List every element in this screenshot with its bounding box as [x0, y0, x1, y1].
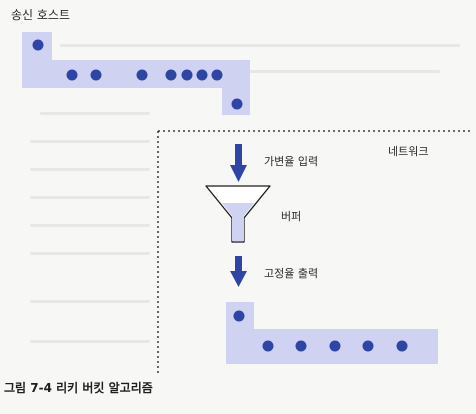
packet-dot	[32, 39, 44, 51]
variable-input-label: 가변율 입력	[264, 155, 319, 168]
packet-dot	[90, 69, 102, 81]
background-text-line	[30, 224, 150, 227]
background-text-line	[40, 112, 150, 115]
network-label: 네트워크	[388, 145, 429, 158]
packet-dot	[231, 98, 243, 110]
fixed-output-label: 고정율 출력	[264, 267, 319, 280]
arrow-down-icon	[230, 144, 247, 182]
background-text-line	[30, 196, 150, 199]
packet-dot	[196, 69, 208, 81]
background-text-line	[60, 44, 460, 47]
packet-dot	[211, 69, 223, 81]
packet-dot	[136, 69, 148, 81]
background-text-line	[30, 340, 150, 343]
packet-dot	[66, 69, 78, 81]
packet-dot	[329, 340, 341, 352]
arrow-down-icon	[230, 256, 247, 287]
packet-dot	[165, 69, 177, 81]
packet-dot	[181, 69, 193, 81]
network-boundary	[157, 130, 470, 376]
sending-host-label: 송신 호스트	[11, 8, 71, 22]
packet-dot	[295, 340, 307, 352]
funnel-icon	[205, 185, 271, 243]
packet-dot	[362, 340, 374, 352]
figure-caption: 그림 7-4 리키 버킷 알고리즘	[4, 381, 153, 395]
packet-dot	[262, 340, 274, 352]
sending-host-pipe	[22, 32, 250, 115]
background-text-line	[30, 252, 150, 255]
background-text-line	[30, 168, 150, 171]
background-text-line	[30, 140, 150, 143]
packet-dot	[396, 340, 408, 352]
packet-dot	[233, 310, 245, 322]
background-text-line	[30, 300, 150, 303]
network-output-pipe	[226, 302, 438, 364]
buffer-label: 버퍼	[281, 210, 302, 223]
